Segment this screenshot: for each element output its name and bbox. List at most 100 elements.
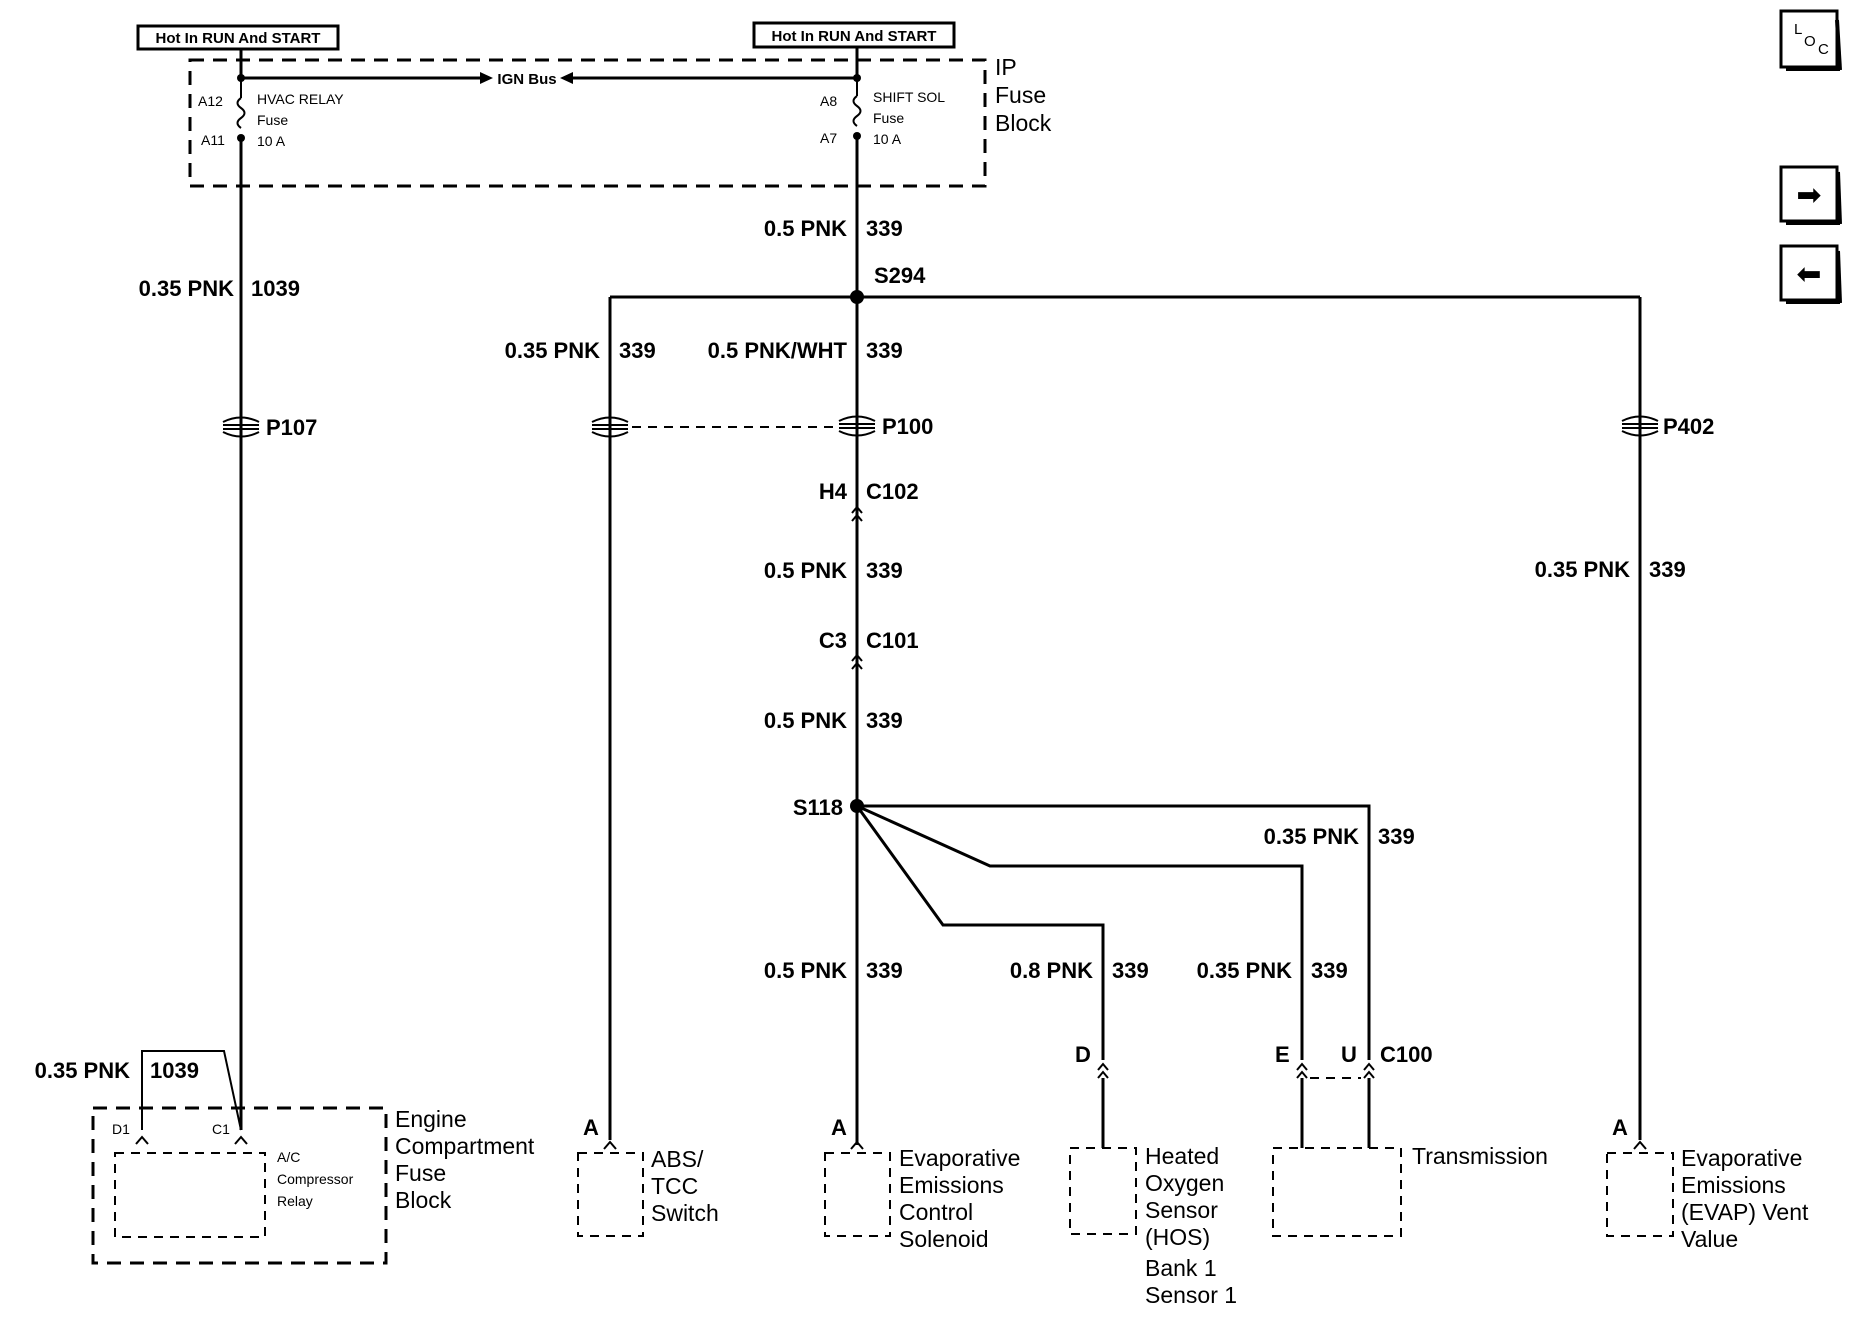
loc-letter-o: O [1804,33,1816,50]
wire-1039-upper-gauge: 0.35 PNK [139,276,234,301]
ip-fuse-block-name-3: Block [995,110,1052,136]
connector-c100-pin-d: D [1075,1042,1091,1067]
ip-fuse-block: IP Fuse Block [188,54,1052,188]
wire-339-trans-e-circuit: 339 [1311,958,1348,983]
wire-339-abs-gauge: 0.35 PNK [505,338,600,363]
evap-vent-name-4: Value [1681,1226,1738,1252]
abs-tcc-name-2: TCC [651,1173,698,1199]
hos-name-1: Heated [1145,1143,1219,1169]
hos-outline [1069,1147,1137,1235]
branch-hos: 0.8 PNK 339 D [855,805,1149,1148]
shift-fuse-line-3: 10 A [873,131,902,147]
transmission: Transmission [1272,1143,1548,1237]
hvac-fuse-line-1: HVAC RELAY [257,91,344,107]
connector-c100-pin-e-icon [1296,1063,1308,1079]
loc-button[interactable]: L O C [1779,9,1842,71]
connector-c102-name: C102 [866,479,919,504]
pin-d1-connector-icon [135,1136,149,1145]
hot-label-right-text: Hot In RUN And START [772,28,937,45]
evap-sol-name-2: Emissions [899,1172,1004,1198]
wire-339-mid1-gauge: 0.5 PNK [764,558,847,583]
hot-label-left-text: Hot In RUN And START [156,30,321,47]
hot-label-right: Hot In RUN And START [752,21,956,49]
connector-c100-pin-e: E [1275,1042,1290,1067]
evap-vent-outline [1606,1152,1674,1237]
wire-339-main-gauge: 0.5 PNK/WHT [708,338,848,363]
ign-bus-label: IGN Bus [497,71,556,88]
evap-sol-name-4: Solenoid [899,1226,989,1252]
hvac-fuse-line-2: Fuse [257,112,288,128]
hot-label-left-box [136,24,340,51]
hot-label-left: Hot In RUN And START [136,24,340,51]
circuit-339-trunk: 0.5 PNK 339 S294 0.5 PNK/WHT 339 P100 H4… [708,136,933,1145]
abs-tcc-pin-icon [603,1141,617,1150]
branch-evap-vent: P402 0.35 PNK 339 [1535,297,1714,1140]
pass-through-p107-label: P107 [266,415,317,440]
shift-fuse-line-1: SHIFT SOL [873,89,945,105]
hos-name-2: Oxygen [1145,1170,1224,1196]
wire-339-hos-gauge: 0.8 PNK [1010,958,1093,983]
pin-d1-label: D1 [112,1121,130,1137]
evap-sol-pin-label: A [831,1115,847,1140]
connector-c101-name: C101 [866,628,919,653]
evap-vent-name-3: (EVAP) Vent [1681,1199,1809,1225]
hvac-fuse-line-3: 10 A [257,133,286,149]
wire-339-hos-circuit: 339 [1112,958,1149,983]
wire-1039-lower-circuit: 1039 [150,1058,199,1083]
wire-339-top-circuit: 339 [866,216,903,241]
branch-abs-tcc: 0.35 PNK 339 [505,297,838,1140]
ip-fuse-block-outline [188,58,987,188]
wire-339-evap-sol-gauge: 0.5 PNK [764,958,847,983]
shift-fuse-line-2: Fuse [873,110,904,126]
wire-339-mid2-gauge: 0.5 PNK [764,708,847,733]
branch-transmission-e: 0.35 PNK 339 E [856,804,1348,1148]
hot-label-right-box [752,21,956,49]
wire-339-mid1-circuit: 339 [866,558,903,583]
pass-through-p402-label: P402 [1663,414,1714,439]
wire-339-trans-u-gauge: 0.35 PNK [1264,824,1359,849]
evap-vent-name-2: Emissions [1681,1172,1786,1198]
circuit-1039: 0.35 PNK 1039 P107 0.35 PNK 1039 [35,138,317,1131]
engine-fuse-block-name-2: Compartment [395,1133,535,1159]
wire-339-mid2-circuit: 339 [866,708,903,733]
hvac-relay-fuse: A12 A11 HVAC RELAY Fuse 10 A [198,78,344,149]
wire-339-abs-circuit: 339 [619,338,656,363]
transmission-name: Transmission [1412,1143,1548,1169]
hvac-fuse-pin-bottom: A11 [201,132,225,148]
wire-339-evap-vent-gauge: 0.35 PNK [1535,557,1630,582]
evap-emissions-control-solenoid: A Evaporative Emissions Control Solenoid [824,1115,1020,1252]
connector-c100-pin-d-icon [1097,1063,1109,1079]
engine-fuse-block-name-4: Block [395,1187,452,1213]
wire-339-evap-sol-circuit: 339 [866,958,903,983]
branch-transmission-u: 0.35 PNK 339 U C100 [857,804,1433,1148]
evap-sol-pin-icon [850,1141,864,1150]
connector-c100-pin-u-icon [1363,1063,1375,1079]
evap-sol-outline [824,1152,891,1237]
transmission-outline [1272,1147,1402,1237]
prev-page-button[interactable]: ⬅ [1779,244,1842,304]
abs-tcc-name-1: ABS/ [651,1146,704,1172]
connector-c102-pin: H4 [819,479,848,504]
next-page-button[interactable]: ➡ [1779,165,1842,225]
pin-c1-label: C1 [212,1121,230,1137]
abs-tcc-name-3: Switch [651,1200,719,1226]
engine-fuse-block-outline [91,1106,388,1265]
engine-fuse-block-name-3: Fuse [395,1160,446,1186]
connector-c101-pin: C3 [819,628,847,653]
engine-fuse-block-name-1: Engine [395,1106,467,1132]
splice-s294-label: S294 [874,263,926,288]
hos-name-6: Sensor 1 [1145,1282,1237,1308]
loc-letter-c: C [1818,41,1829,58]
heated-oxygen-sensor: Heated Oxygen Sensor (HOS) Bank 1 Sensor… [1069,1143,1237,1308]
shift-fuse-pin-bottom: A7 [820,130,837,146]
engine-compartment-fuse-block: D1 C1 A/C Compressor Relay Engine Compar… [91,1106,535,1265]
wire-1039-upper-circuit: 1039 [251,276,300,301]
wire-339-trans-e-gauge: 0.35 PNK [1197,958,1292,983]
evap-vent-name-1: Evaporative [1681,1145,1802,1171]
abs-tcc-pin-label: A [583,1115,599,1140]
wire-339-evap-vent-circuit: 339 [1649,557,1686,582]
hos-name-5: Bank 1 [1145,1255,1217,1281]
loc-letter-l: L [1794,21,1802,38]
evap-vent-pin-label: A [1612,1115,1628,1140]
